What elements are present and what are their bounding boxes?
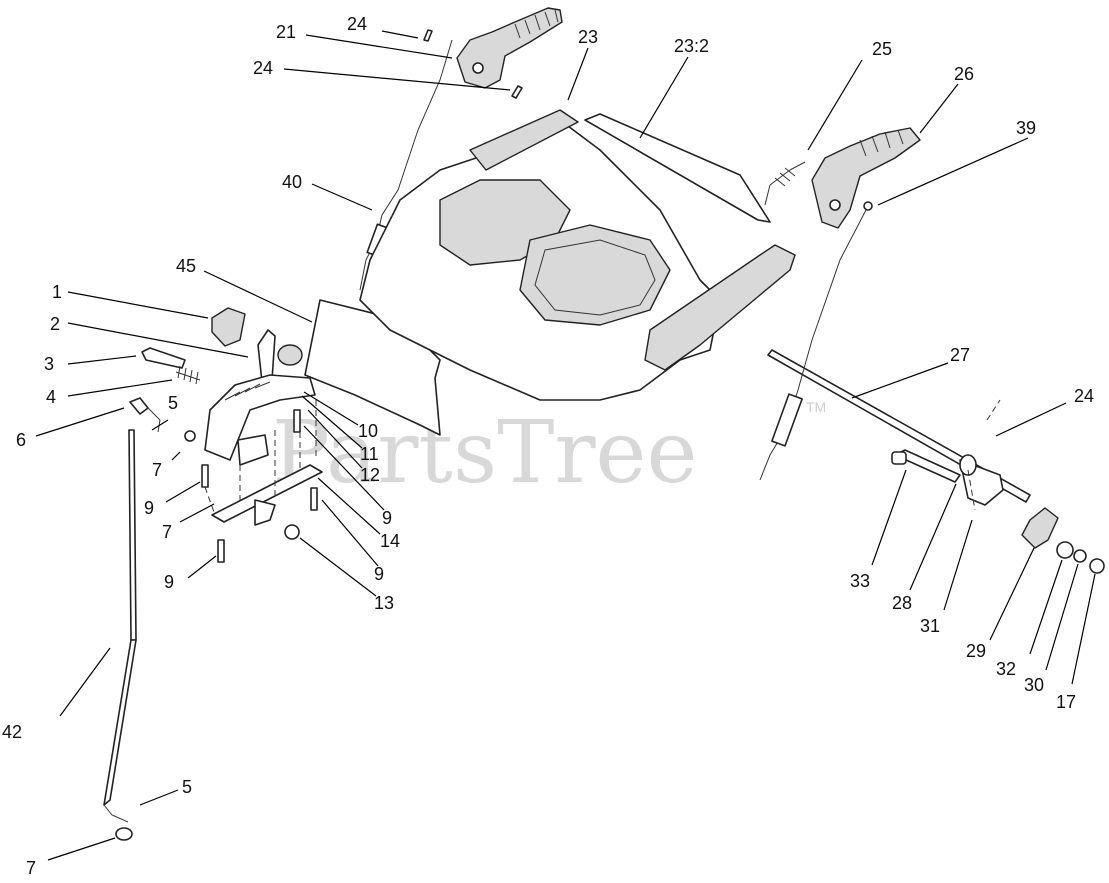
callout-21[interactable]: 21 [276, 22, 296, 42]
watermark-tm: TM [806, 399, 826, 415]
callout-17[interactable]: 17 [1056, 692, 1076, 712]
spring-4[interactable] [175, 365, 201, 385]
callout-11[interactable]: 11 [360, 444, 379, 464]
callout-31[interactable]: 31 [920, 616, 940, 636]
callout-2[interactable]: 2 [50, 314, 60, 334]
callout-9-left[interactable]: 9 [144, 498, 154, 518]
callout-4[interactable]: 4 [46, 387, 56, 407]
callout-33[interactable]: 33 [850, 571, 870, 591]
pin-24-top[interactable] [423, 29, 523, 99]
callout-28[interactable]: 28 [892, 593, 912, 613]
callout-labels: 24 21 24 23 23:2 25 26 39 40 45 1 2 3 4 … [2, 14, 1094, 878]
callout-24-right[interactable]: 24 [1074, 386, 1094, 406]
bracket-quadrant[interactable] [204, 374, 316, 466]
callout-24-top[interactable]: 24 [347, 14, 367, 34]
callout-7-lower[interactable]: 7 [26, 858, 36, 878]
callout-13[interactable]: 13 [374, 593, 394, 613]
callout-23[interactable]: 23 [578, 27, 598, 47]
callout-3[interactable]: 3 [44, 354, 54, 374]
lever-2[interactable] [257, 329, 303, 383]
rod-42[interactable] [103, 429, 137, 841]
callout-45[interactable]: 45 [176, 256, 196, 276]
callout-10[interactable]: 10 [358, 421, 378, 441]
callout-5-lower[interactable]: 5 [182, 777, 192, 797]
callout-39[interactable]: 39 [1016, 118, 1036, 138]
callout-27[interactable]: 27 [950, 345, 970, 365]
handle-21[interactable] [456, 7, 563, 89]
callout-9-bottom[interactable]: 9 [164, 572, 174, 592]
cable-right[interactable] [759, 209, 867, 481]
knob-1[interactable] [211, 307, 246, 347]
handle-26[interactable] [811, 127, 921, 229]
bolts-9[interactable] [201, 409, 318, 563]
callout-29[interactable]: 29 [966, 641, 986, 661]
callout-12[interactable]: 12 [360, 465, 380, 485]
callout-7-middle[interactable]: 7 [162, 522, 172, 542]
bolt-33[interactable] [891, 449, 961, 483]
callout-25[interactable]: 25 [872, 39, 892, 59]
watermark-text: PartsTree [272, 403, 697, 503]
pivot-28[interactable] [959, 454, 1004, 506]
callout-14[interactable]: 14 [380, 531, 400, 551]
plate-14[interactable] [211, 464, 323, 526]
cover-23-2[interactable] [584, 113, 771, 223]
callout-32[interactable]: 32 [996, 659, 1016, 679]
leader-lines [35, 30, 1096, 861]
bolt-3[interactable] [141, 347, 186, 369]
callout-7-upper[interactable]: 7 [152, 460, 162, 480]
callout-1[interactable]: 1 [52, 282, 62, 302]
callout-6[interactable]: 6 [16, 430, 26, 450]
dashed-guides [204, 399, 1001, 516]
console-23[interactable] [359, 109, 796, 401]
callout-9-right-bottom[interactable]: 9 [374, 564, 384, 584]
hardware-29-32-30-17[interactable] [1021, 507, 1105, 574]
nut-13[interactable] [284, 524, 300, 540]
callout-23-2[interactable]: 23:2 [674, 36, 709, 56]
callout-42[interactable]: 42 [2, 722, 22, 742]
callout-24-pin[interactable]: 24 [253, 58, 273, 78]
spring-25[interactable] [764, 161, 806, 206]
callout-26[interactable]: 26 [954, 64, 974, 84]
callout-30[interactable]: 30 [1024, 675, 1044, 695]
callout-9-right-top[interactable]: 9 [382, 508, 392, 528]
callout-40[interactable]: 40 [282, 172, 302, 192]
clip-5-6[interactable] [129, 397, 196, 442]
pin-39[interactable] [863, 201, 873, 211]
callout-5-upper[interactable]: 5 [168, 393, 178, 413]
